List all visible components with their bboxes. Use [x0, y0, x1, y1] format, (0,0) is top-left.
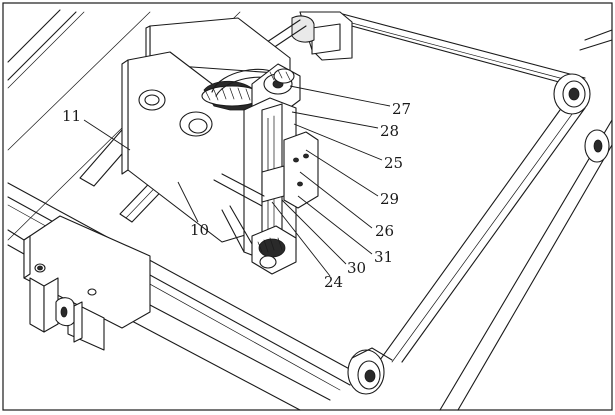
callout-31: 31: [374, 248, 393, 266]
callout-25: 25: [384, 154, 403, 172]
carriage-front-plate: [121, 51, 263, 243]
toothed-gear: [201, 80, 263, 111]
bottom-pulley: [347, 347, 393, 395]
callout-24: 24: [324, 273, 343, 291]
belt-drive-assembly: [211, 63, 319, 275]
leader-lines: [83, 85, 391, 277]
top-mount-block: [239, 11, 353, 63]
leader-27: [289, 85, 391, 107]
drawing-border: [2, 2, 613, 411]
leader-10: [177, 181, 199, 223]
leader-24: [271, 201, 331, 277]
leader-25: [293, 123, 383, 161]
leader-30: [281, 199, 347, 265]
callout-labels: 27 28 25 29 26 31 30 24 11 10: [62, 100, 411, 291]
callout-29: 29: [380, 190, 399, 208]
leader-26: [299, 171, 373, 229]
leader-11: [83, 119, 131, 151]
callout-27: 27: [392, 100, 411, 118]
left-end-block: [7, 215, 151, 351]
callout-11: 11: [62, 107, 81, 125]
leader-29: [305, 149, 379, 197]
callout-10: 10: [190, 221, 209, 239]
frame-rails: [7, 11, 613, 411]
callout-26: 26: [375, 222, 394, 240]
leader-28: [291, 111, 379, 129]
leader-31: [297, 195, 373, 255]
callout-28: 28: [380, 122, 399, 140]
callout-30: 30: [347, 259, 366, 277]
top-right-pulley: [553, 73, 610, 163]
upper-rail-assembly: [7, 9, 85, 89]
